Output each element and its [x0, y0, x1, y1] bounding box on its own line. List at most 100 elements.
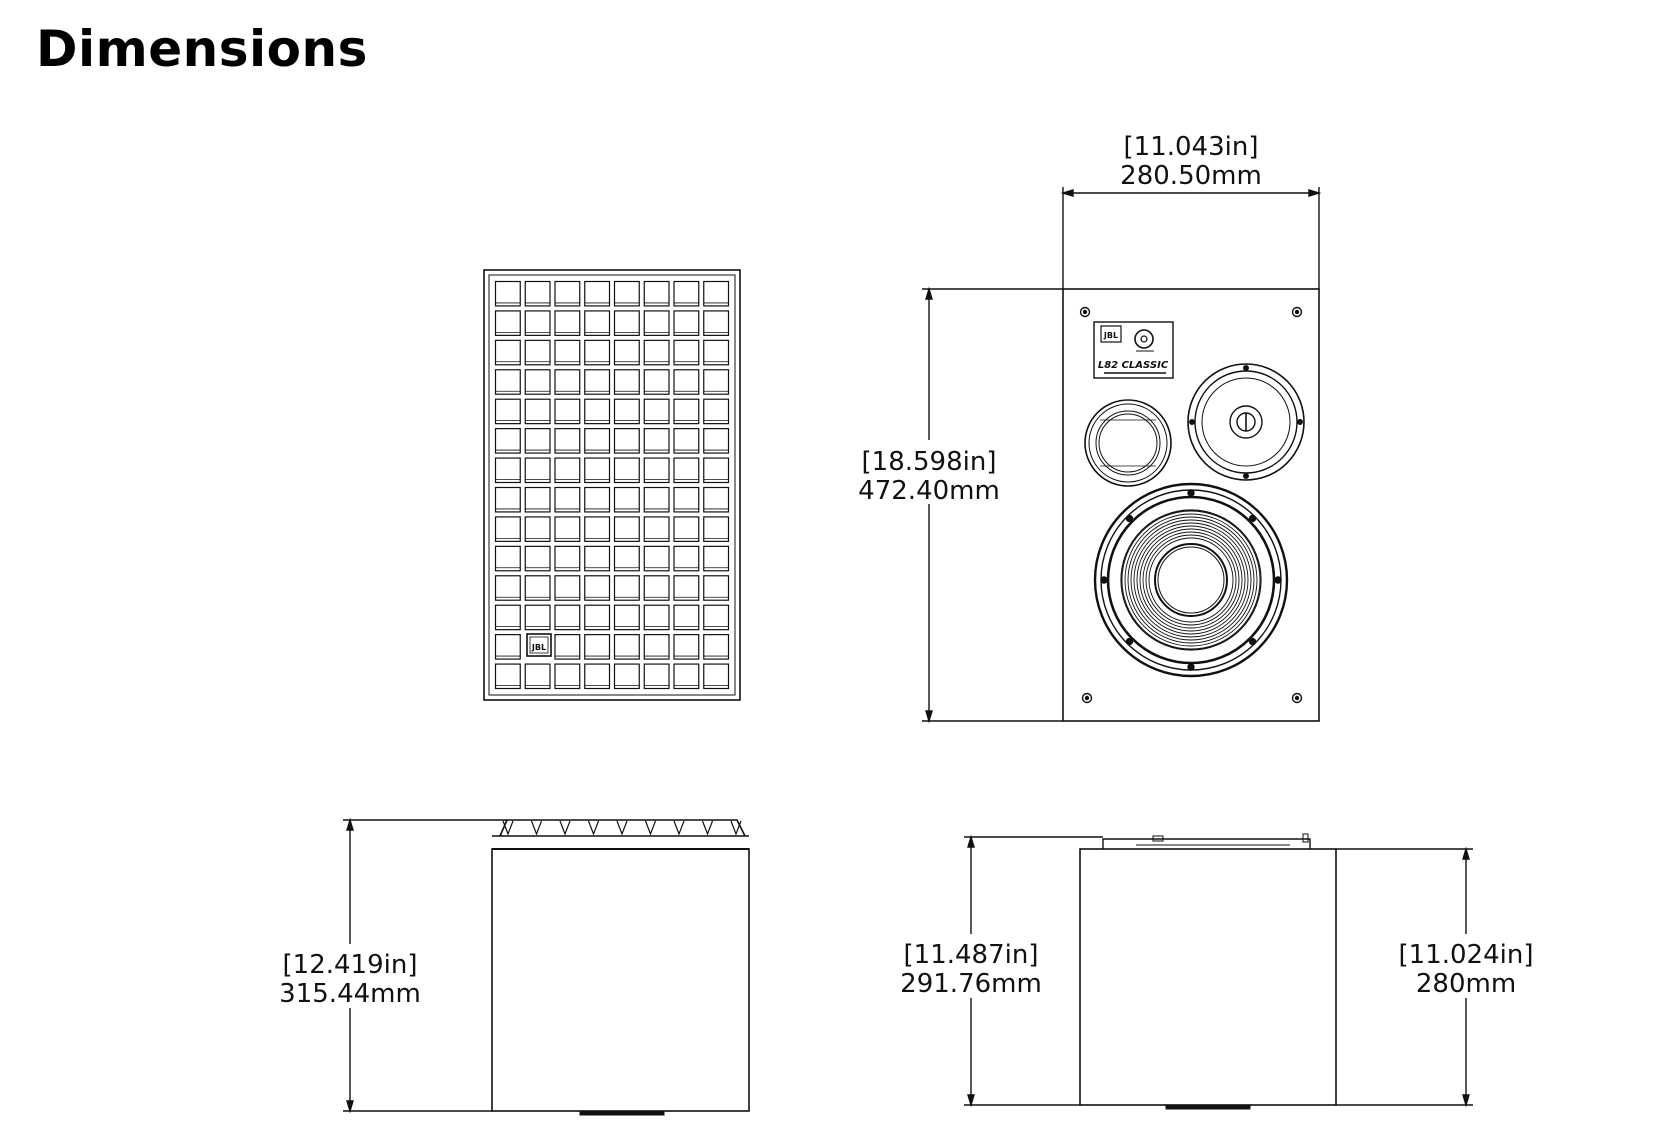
grille-cell [524, 428, 551, 454]
grille-logo-badge [526, 633, 552, 657]
grille-cell [554, 575, 581, 601]
grille-cell [643, 634, 670, 660]
grille-cell [524, 369, 551, 395]
side-view [491, 819, 750, 1116]
grille-cell [613, 339, 640, 366]
grille-cell [584, 369, 611, 395]
midrange-driver [1084, 399, 1172, 487]
grille-cell [584, 634, 611, 660]
front-width-inches: [11.043in] [1124, 132, 1259, 162]
grille-cell [643, 280, 670, 307]
grille-cell [703, 310, 730, 336]
grille-cell [703, 486, 730, 513]
grille-cell [494, 486, 521, 513]
grille-cell [524, 339, 551, 366]
grille-cell [554, 545, 581, 572]
grille-tooth [530, 820, 543, 836]
grille-cell [673, 280, 700, 307]
grille-cell [524, 310, 551, 336]
grille-cell [584, 575, 611, 601]
grille-cell [554, 604, 581, 631]
grille-cell [673, 310, 700, 336]
grille-cell [703, 634, 730, 660]
grille-cell [524, 663, 551, 690]
grille-cell [554, 428, 581, 454]
grille-cell [584, 280, 611, 307]
grille-cell [524, 545, 551, 572]
grille-cell [613, 486, 640, 513]
grille-cell [673, 545, 700, 572]
grille-cell [494, 545, 521, 572]
grille-cell [524, 280, 551, 307]
woofer-ring [1121, 510, 1261, 650]
grille-cell [643, 457, 670, 484]
grille-cell [613, 575, 640, 601]
tweeter-driver [1187, 363, 1305, 481]
grille-cell [643, 310, 670, 336]
grille-cell [613, 545, 640, 572]
grille-cell [673, 457, 700, 484]
grille-cell [673, 575, 700, 601]
front-height-mm: 472.40mm [858, 476, 1000, 506]
woofer-bolt [1248, 637, 1257, 646]
woofer-driver [1093, 482, 1289, 678]
woofer-ring [1130, 519, 1252, 641]
grille-cell [613, 310, 640, 336]
grille-cell [703, 398, 730, 425]
front-height-inches: [18.598in] [862, 447, 997, 477]
grille-cell [673, 428, 700, 454]
grille-cell [613, 369, 640, 395]
grille-cell [554, 369, 581, 395]
grille-cell [703, 575, 730, 601]
woofer-bolt [1125, 637, 1134, 646]
grille-cell [673, 398, 700, 425]
grille-tooth [616, 820, 628, 836]
baffle-front-view: JBL L82 CLASSIC [1062, 288, 1320, 722]
grille-cell [524, 604, 551, 631]
grille-cell [554, 634, 581, 660]
grille-cell [494, 398, 521, 425]
grille-cell [584, 604, 611, 631]
woofer-ring [1142, 531, 1240, 629]
grille-cell [703, 604, 730, 631]
rear-total-height-inches: [11.487in] [904, 940, 1039, 970]
woofer-ring [1145, 534, 1237, 626]
grille-cell [494, 604, 521, 631]
grille-cell [554, 486, 581, 513]
grille-front-view: JBL [483, 269, 741, 701]
grille-cell [554, 663, 581, 690]
grille-cell [643, 604, 670, 631]
grille-cell [703, 663, 730, 690]
grille-cell [584, 398, 611, 425]
grille-cell [494, 516, 521, 542]
grille-cell [554, 310, 581, 336]
rear-depth-inches: [11.024in] [1399, 940, 1534, 970]
grille-lattice [494, 280, 730, 690]
grille-cell [584, 663, 611, 690]
grille-tooth [673, 820, 685, 836]
grille-tooth [730, 820, 742, 836]
grille-tooth [559, 820, 571, 836]
grille-cell [494, 339, 521, 366]
side-height-mm: 315.44mm [279, 979, 421, 1009]
dimension-labels: [11.043in] 280.50mm [18.598in] 472.40mm … [279, 125, 1534, 1009]
grille-cell [584, 339, 611, 366]
grille-cell [554, 398, 581, 425]
grille-cell [613, 280, 640, 307]
grille-cell [613, 398, 640, 425]
grille-cell [703, 339, 730, 366]
grille-cell [584, 457, 611, 484]
grille-cell [613, 428, 640, 454]
front-width-mm: 280.50mm [1120, 161, 1262, 191]
grille-cell [673, 663, 700, 690]
rear-view [1079, 833, 1337, 1110]
grille-cell [584, 310, 611, 336]
grille-cell [524, 457, 551, 484]
woofer-ring [1148, 537, 1234, 623]
grille-cell [494, 280, 521, 307]
grille-tooth [587, 820, 600, 836]
grille-cell [673, 604, 700, 631]
page-title: Dimensions [36, 20, 368, 78]
grille-cell [494, 575, 521, 601]
woofer-bolt [1100, 576, 1108, 584]
